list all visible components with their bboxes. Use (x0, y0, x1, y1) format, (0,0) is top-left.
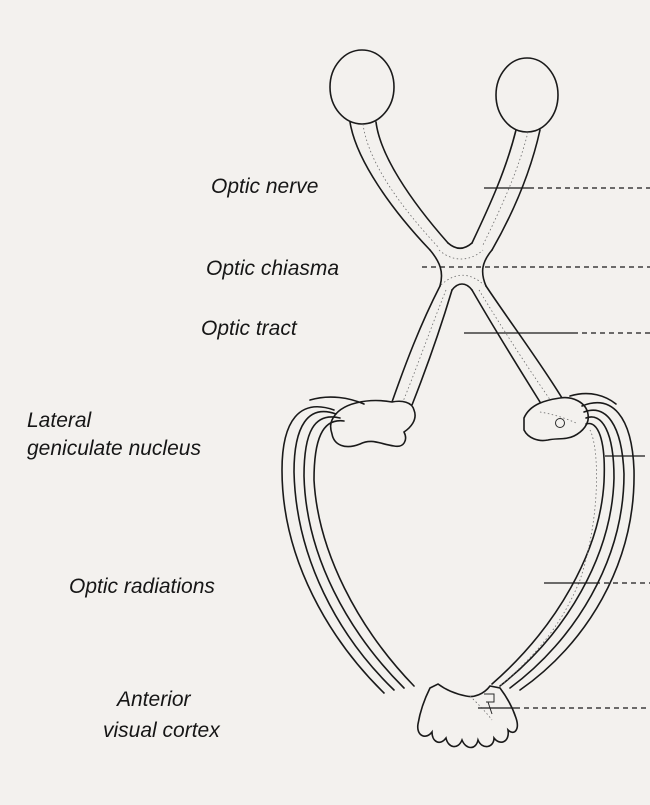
label-optic-radiations: Optic radiations (69, 575, 215, 598)
label-lgn-line2: geniculate nucleus (27, 437, 201, 460)
label-optic-tract: Optic tract (201, 317, 298, 340)
label-optic-nerve: Optic nerve (211, 175, 318, 198)
lateral-geniculate-nucleus-left (331, 401, 416, 447)
label-optic-chiasma: Optic chiasma (206, 257, 339, 280)
label-lgn-line1: Lateral (27, 409, 93, 432)
label-cortex-line1: Anterior (115, 688, 192, 711)
label-cortex-line2: visual cortex (103, 719, 221, 742)
